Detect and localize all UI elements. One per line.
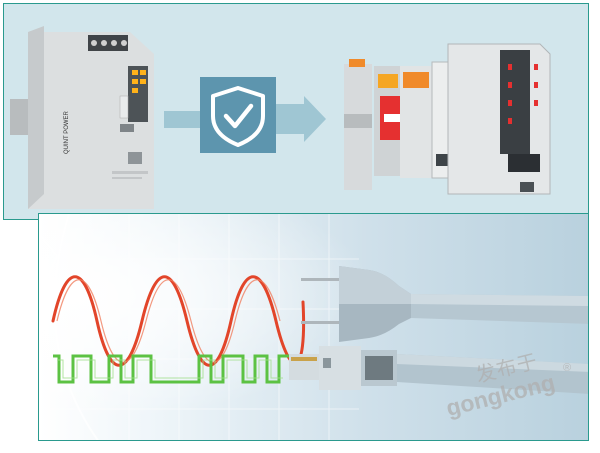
power-sine-wave — [51, 275, 306, 367]
power-sine-wave-echo — [56, 279, 281, 363]
top-panel: QUINT POWER — [3, 3, 589, 220]
light-glow — [39, 214, 588, 440]
network-connector — [289, 346, 588, 394]
bottom-panel — [38, 213, 589, 441]
left-arrow-shaft — [164, 111, 200, 128]
power-plug — [301, 266, 588, 342]
power-supply-brand-label: QUINT POWER — [64, 110, 70, 154]
data-square-wave — [53, 354, 293, 384]
lightning-bolt — [39, 233, 70, 315]
data-square-wave-echo — [57, 359, 283, 379]
distribution-board — [431, 43, 551, 195]
shield-check-icon — [211, 86, 265, 147]
right-arrow-icon — [276, 96, 326, 142]
circuit-breaker-module — [344, 59, 432, 190]
globe-arc — [53, 214, 99, 440]
top-panel-illustration: QUINT POWER — [10, 26, 551, 209]
power-supply-unit — [10, 26, 154, 209]
background-grid — [39, 214, 359, 440]
bottom-panel-illustration — [39, 214, 588, 440]
